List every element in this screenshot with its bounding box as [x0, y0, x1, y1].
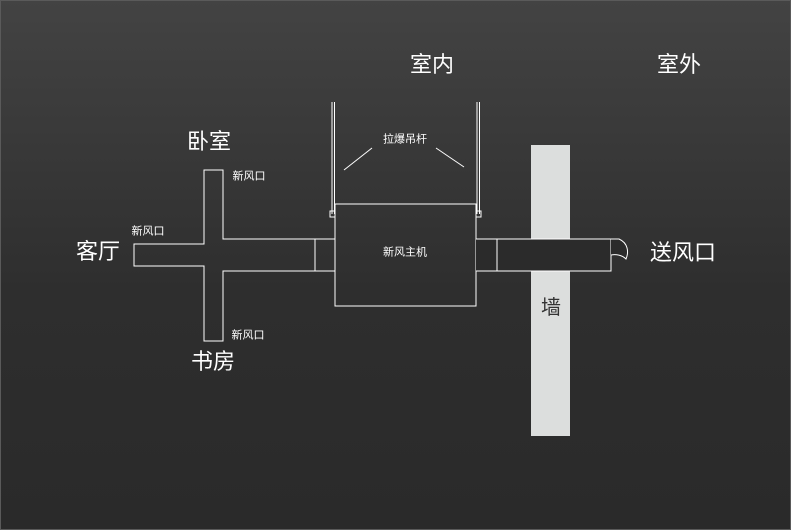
vent-label-living-room: 新风口 [131, 224, 165, 238]
zone-label-indoor: 室内 [409, 53, 455, 78]
branch-duct-network [133, 169, 316, 342]
room-label-study: 书房 [190, 350, 236, 375]
room-label-bedroom: 卧室 [186, 130, 232, 155]
vent-label-study: 新风口 [231, 328, 265, 342]
hanger-rod-label: 拉爆吊杆 [383, 132, 427, 146]
zone-label-outdoor: 室外 [656, 53, 702, 78]
hanger-bracket-right [475, 210, 482, 218]
hanger-leader-right [435, 147, 465, 168]
wall-label: 墙 [541, 295, 561, 319]
main-unit-label: 新风主机 [383, 245, 427, 259]
supply-outlet-label: 送风口 [649, 241, 717, 266]
vent-label-bedroom: 新风口 [232, 169, 266, 183]
wall-block [531, 145, 570, 436]
room-label-living-room: 客厅 [75, 240, 121, 265]
hanger-leader-left [343, 147, 373, 171]
hanger-bracket-left [329, 210, 336, 218]
supply-duct [476, 238, 612, 272]
outlet-hood [610, 238, 628, 260]
